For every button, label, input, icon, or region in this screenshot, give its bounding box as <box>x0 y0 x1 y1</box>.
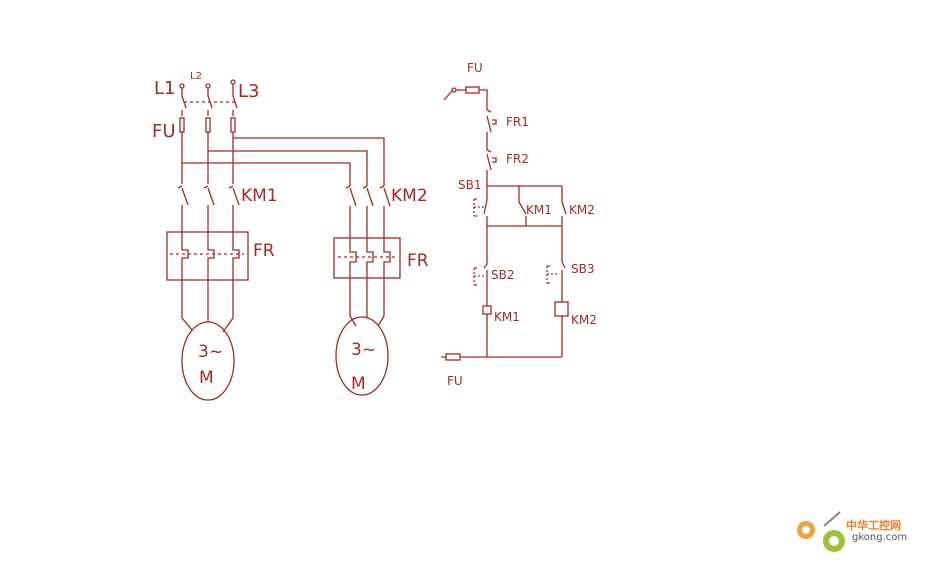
sb2-label: SB2 <box>491 268 514 282</box>
km1-coil <box>482 305 492 315</box>
control-fuse-top-label: FU <box>467 61 483 75</box>
sb3-button <box>561 226 566 286</box>
control-circuit: FU FR1 FR2 SB1 KM1 KM2 SB2 <box>441 61 597 388</box>
fuse-l2 <box>205 117 211 133</box>
main-fuse-label: FU <box>152 121 176 142</box>
fr1-contact <box>486 109 492 150</box>
phase-l2-label: L2 <box>190 71 202 82</box>
motor-2-letter: M <box>351 374 366 394</box>
isolator-switch <box>181 84 238 109</box>
branch-l3-to-km2 <box>233 137 385 186</box>
fuse-l3 <box>230 117 236 133</box>
terminal-l3 <box>230 79 236 85</box>
terminal-l2 <box>205 83 211 89</box>
motor-1 <box>181 321 235 401</box>
motor-2-phase: 3~ <box>351 340 376 360</box>
km2-coil-label: KM2 <box>571 313 597 327</box>
branch-l1-to-km2 <box>182 162 351 186</box>
km2-aux-label: KM2 <box>569 203 595 217</box>
motor-2 <box>335 316 389 396</box>
watermark-url: gkong.com <box>852 532 908 543</box>
motor-1-letter: M <box>199 368 214 388</box>
branch-l2-to-km2 <box>208 150 368 186</box>
fuse-l1 <box>179 117 185 133</box>
motor-1-phase: 3~ <box>198 342 223 362</box>
km1-main-label: KM1 <box>241 186 278 206</box>
watermark-text: 中华工控网 <box>846 519 901 532</box>
watermark-logo <box>797 511 845 552</box>
control-fuse-bottom-label: FU <box>447 374 463 388</box>
km1-main-contacts <box>177 185 240 232</box>
phase-l3-label: L3 <box>238 81 259 102</box>
km2-coil <box>554 301 569 317</box>
fr2-contact <box>486 149 492 186</box>
km1-aux-label: KM1 <box>526 203 552 217</box>
main-circuit: L1 L2 L3 FU KM1 FR 3~ M <box>152 71 429 401</box>
terminal-l1 <box>179 83 185 89</box>
sb1-button <box>483 186 488 226</box>
fr2-main-label: FR <box>407 251 429 271</box>
km2-main-contacts <box>345 185 391 238</box>
control-top-wire <box>456 89 488 110</box>
sb1-label: SB1 <box>458 178 481 192</box>
motor-1-leads <box>181 280 234 333</box>
km1-aux-contact <box>518 186 527 226</box>
control-fuse-top <box>465 86 480 94</box>
control-fuse-bottom <box>445 353 461 361</box>
sb2-button <box>483 226 488 290</box>
km2-main-label: KM2 <box>391 186 428 206</box>
supply-lines-km1 <box>181 132 234 184</box>
motor-2-leads <box>349 278 385 327</box>
km2-aux-contact <box>561 186 567 226</box>
sb3-label: SB3 <box>571 262 594 276</box>
fr1-contact-label: FR1 <box>506 115 529 129</box>
fr2-contact-label: FR2 <box>506 152 529 166</box>
phase-l1-label: L1 <box>154 78 175 99</box>
fr1-main-label: FR <box>253 241 275 261</box>
km1-coil-label: KM1 <box>494 310 520 324</box>
